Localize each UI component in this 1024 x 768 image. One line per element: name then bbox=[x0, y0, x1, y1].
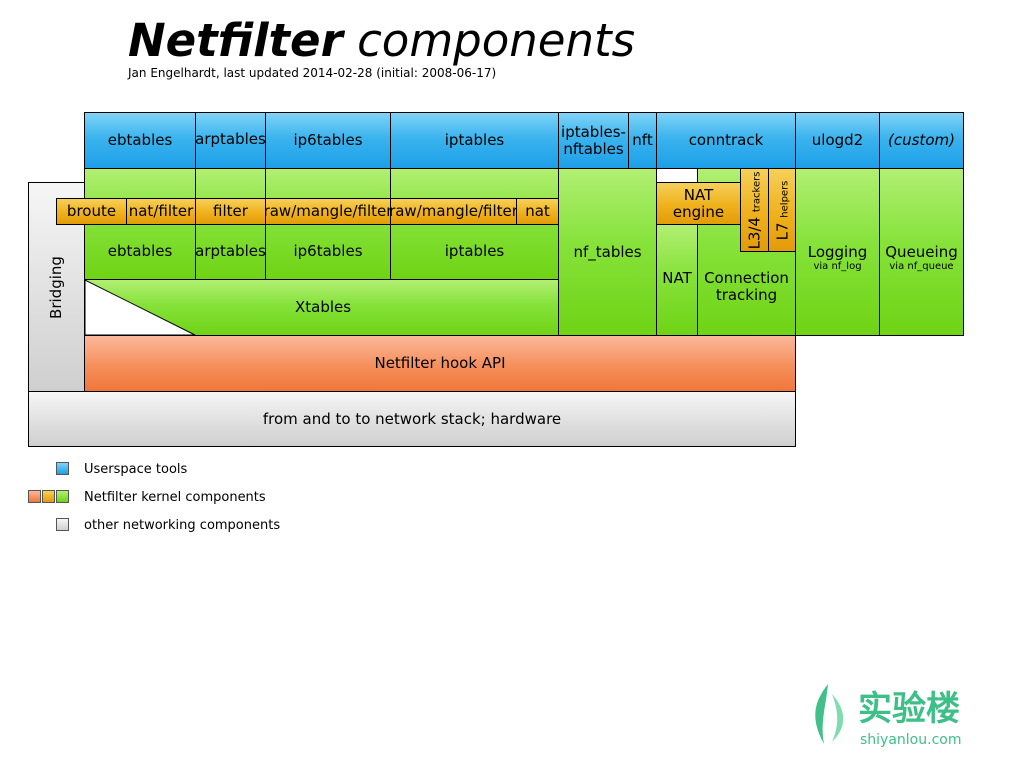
watermark-url: shiyanlou.com bbox=[860, 732, 962, 748]
title-rest: components bbox=[342, 14, 636, 67]
userspace-iptables: iptables bbox=[390, 112, 559, 169]
title-bold: Netfilter bbox=[128, 14, 343, 67]
kernel-nf-tables: nf_tables bbox=[558, 168, 657, 336]
userspace-ebtables: ebtables bbox=[84, 112, 196, 169]
xtables-wedge bbox=[84, 279, 196, 336]
legend-label-userspace: Userspace tools bbox=[84, 462, 188, 477]
table-ip-raw-mangle-filter: raw/mangle/filter bbox=[390, 198, 517, 225]
l7-main: L7 bbox=[773, 221, 791, 240]
kernel-logging: Logging via nf_log bbox=[795, 168, 880, 336]
page-title: Netfilter components bbox=[128, 14, 635, 68]
kernel-l34-trackers: L3/4 trackers bbox=[740, 168, 769, 252]
l34-sub: trackers bbox=[751, 171, 763, 212]
shiyanlou-logo-icon bbox=[815, 684, 844, 744]
page-subtitle: Jan Engelhardt, last updated 2014-02-28 … bbox=[128, 66, 497, 80]
legend-label-kernel: Netfilter kernel components bbox=[84, 490, 266, 505]
network-stack-layer: from and to to network stack; hardware bbox=[28, 391, 796, 447]
legend-swatch-userspace bbox=[56, 462, 69, 475]
kernel-nat-engine: NAT engine bbox=[656, 182, 741, 225]
xtables-label: Xtables bbox=[295, 298, 352, 316]
kernel-queueing: Queueing via nf_queue bbox=[879, 168, 964, 336]
bridging-label: Bridging bbox=[47, 255, 65, 319]
userspace-custom: (custom) bbox=[879, 112, 964, 169]
table-broute: broute bbox=[56, 198, 127, 225]
legend-label-other: other networking components bbox=[84, 518, 281, 533]
l7-sub: helpers bbox=[779, 180, 790, 218]
userspace-arptables: arptables bbox=[195, 112, 266, 169]
userspace-ulogd2: ulogd2 bbox=[795, 112, 880, 169]
userspace-iptables-nftables: iptables- nftables bbox=[558, 112, 629, 169]
network-stack-label: from and to to network stack; hardware bbox=[262, 409, 562, 428]
userspace-conntrack: conntrack bbox=[656, 112, 796, 169]
table-nat: nat bbox=[516, 198, 559, 225]
kernel-l7-helpers: L7 helpers bbox=[768, 168, 797, 252]
l34-main: L3/4 bbox=[745, 216, 764, 249]
watermark-brand: 实验楼 bbox=[858, 689, 960, 729]
legend-swatch-other bbox=[56, 518, 69, 531]
hook-api-label: Netfilter hook API bbox=[374, 354, 506, 372]
userspace-ip6tables: ip6tables bbox=[265, 112, 391, 169]
netfilter-hook-api: Netfilter hook API bbox=[84, 335, 796, 392]
legend-swatch-kernel-green bbox=[56, 490, 69, 503]
table-ip6-raw-mangle-filter: raw/mangle/filter bbox=[265, 198, 391, 225]
kernel-nat: NAT bbox=[656, 224, 698, 336]
table-nat-filter: nat/filter bbox=[126, 198, 196, 225]
legend-swatch-kernel-salmon bbox=[28, 490, 41, 503]
userspace-nft: nft bbox=[628, 112, 657, 169]
table-filter: filter bbox=[195, 198, 266, 225]
legend-swatch-kernel-orange bbox=[42, 490, 55, 503]
